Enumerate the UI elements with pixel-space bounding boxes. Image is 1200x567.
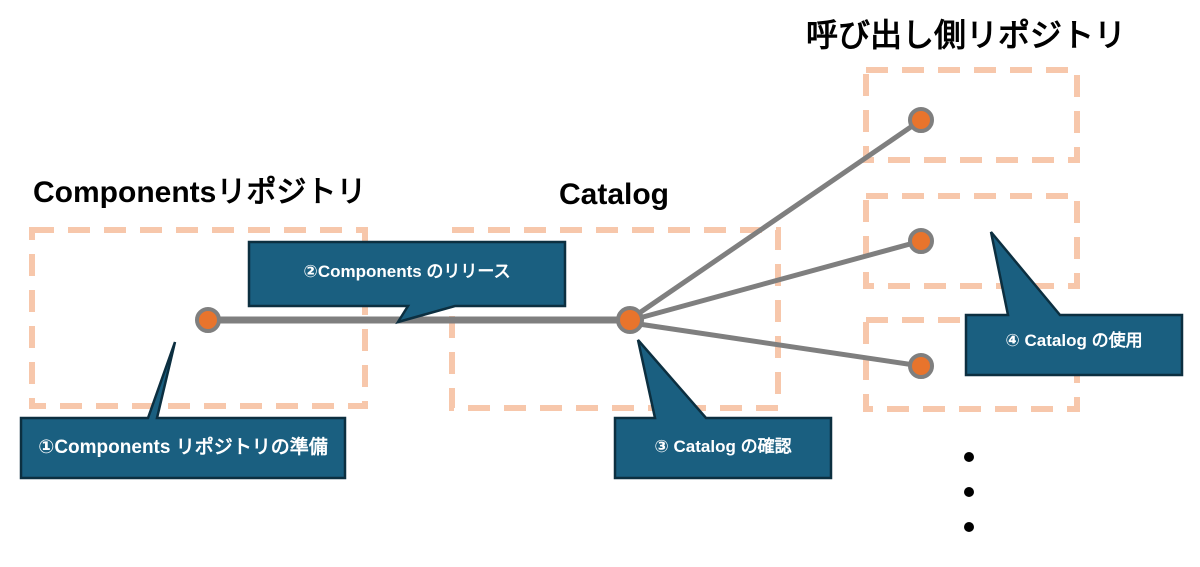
- connector-edges: [208, 117, 923, 369]
- callout-4-shape[interactable]: [964, 231, 1184, 377]
- callout-4-bubble[interactable]: [964, 231, 1184, 377]
- callout-1-shape[interactable]: [19, 341, 347, 480]
- callout-3-shape[interactable]: [613, 339, 833, 480]
- ellipsis-dots: [964, 452, 974, 532]
- edge-catalog-caller-1: [630, 117, 923, 321]
- caller-repos-heading: 呼び出し側リポジトリ: [806, 17, 1127, 53]
- catalog-heading: Catalog: [559, 178, 670, 211]
- node-caller-2[interactable]: [908, 228, 934, 254]
- node-caller-3[interactable]: [908, 353, 934, 379]
- callout-3-bubble[interactable]: [613, 339, 833, 480]
- node-components[interactable]: [195, 307, 221, 333]
- graph-nodes: [195, 107, 934, 379]
- callout-2-bubble[interactable]: [247, 240, 567, 325]
- node-catalog[interactable]: [616, 306, 644, 334]
- components-repo-heading: Componentsリポジトリ: [33, 176, 367, 209]
- edge-catalog-caller-3: [631, 320, 922, 369]
- ellipsis-dot-1: [964, 452, 974, 462]
- callout-2-shape[interactable]: [247, 240, 567, 325]
- ellipsis-dot-3: [964, 522, 974, 532]
- node-caller-1[interactable]: [908, 107, 934, 133]
- caller-repo-box-2: [863, 193, 1080, 289]
- callout-1-bubble[interactable]: [19, 341, 347, 480]
- edge-catalog-caller-2: [631, 238, 922, 323]
- ellipsis-dot-2: [964, 487, 974, 497]
- caller-repo-box-1: [863, 67, 1080, 163]
